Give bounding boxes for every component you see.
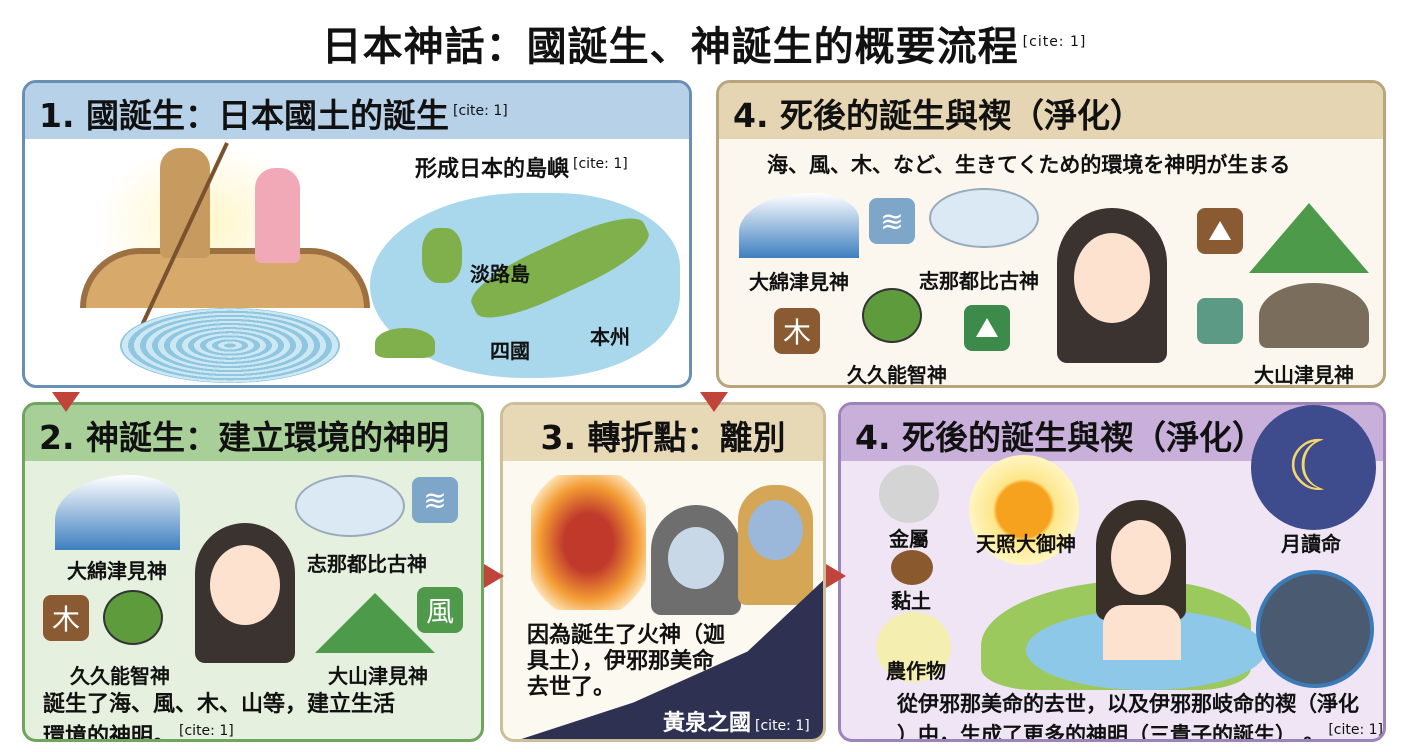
flow-arrow-3-to-4 (826, 564, 846, 588)
izanagi-illustration (160, 148, 210, 258)
panel-header: 1. 國誕生：日本國土的誕生[cite: 1] (25, 83, 689, 139)
god-label: 久久能智神 (847, 363, 947, 387)
wood-tile-icon: 木 (43, 595, 89, 641)
god-label: 久久能智神 (70, 664, 170, 688)
panel-turning-point: 3. 轉折點：離別 因為誕生了火神（迦具土），伊邪那美命去世了。 黃泉之國[ci… (500, 402, 826, 742)
wind-tile-icon: 風 (417, 587, 463, 633)
wave-icon (739, 193, 859, 258)
mountain-icon (1249, 203, 1369, 273)
crescent-icon: ☾ (1286, 425, 1349, 507)
island-sw (375, 328, 435, 358)
item-label: 農作物 (886, 659, 946, 683)
underworld-label: 黃泉之國[cite: 1] (663, 711, 810, 736)
wind-icon: ≋ (412, 477, 458, 523)
subtitle: 形成日本的島嶼[cite: 1] (415, 155, 628, 182)
subtitle: 海、風、木、など、生きてくため的環境を神明が生まる (767, 153, 1291, 177)
whirlpool-illustration (120, 308, 340, 383)
wave-icon (55, 475, 180, 550)
island-label: 淡路島 (470, 262, 530, 286)
sun-icon (969, 455, 1079, 565)
description: 因為誕生了火神（迦具土），伊邪那美命去世了。 (527, 623, 726, 700)
mountain-icon (315, 593, 435, 653)
god-label: 志那都比古神 (919, 269, 1039, 293)
izanami-face (668, 527, 724, 589)
izanagi-face (1111, 520, 1171, 595)
god-label: 大山津見神 (328, 664, 428, 688)
cloud-icon (295, 475, 405, 537)
wood-tile-icon: 木 (774, 308, 820, 354)
moon-icon (1251, 405, 1376, 530)
izanami-illustration (255, 168, 300, 263)
panel-header: 2. 神誕生：建立環境的神明 (25, 405, 481, 461)
sun-god-label: 天照大御神 (976, 532, 1076, 556)
cloud-icon (929, 188, 1039, 248)
rock-tile-icon (1197, 298, 1243, 344)
moon-god-label: 月讀命 (1281, 532, 1341, 556)
storm-god-icon (1256, 570, 1374, 688)
flow-arrow-2-to-3 (484, 564, 504, 588)
wind-icon: ≋ (869, 198, 915, 244)
goddess-face (210, 545, 280, 625)
god-label: 大綿津見神 (67, 559, 167, 583)
mountain-tile-icon: ⛰ (964, 305, 1010, 351)
citation: [cite: 1] (1022, 33, 1087, 50)
flow-arrow-1-to-2 (52, 392, 80, 412)
item-label: 黏土 (891, 589, 931, 613)
island-label: 本州 (590, 325, 630, 349)
panel-header: 3. 轉折點：離別 (503, 405, 823, 461)
panel-death-purification-top: 4. 死後的誕生與禊（淨化） 海、風、木、など、生きてくため的環境を神明が生まる… (716, 80, 1386, 388)
rock-icon (1259, 283, 1369, 348)
mountain-tile-icon: ⛰ (1197, 208, 1243, 254)
clay-icon (891, 550, 933, 585)
bridge-illustration (80, 248, 370, 308)
panel-god-birth: 2. 神誕生：建立環境的神明 大綿津見神 ≋ 志那都比古神 木 久久能智神 風 … (22, 402, 484, 742)
description: 從伊邪那美命的去世，以及伊邪那岐命的禊（淨化）中，生成了更多的神明（三貴子的誕生… (897, 692, 1383, 742)
god-label: 大山津見神 (1254, 363, 1354, 387)
island-label: 四國 (490, 339, 530, 363)
izanagi-face (748, 500, 803, 560)
fire-god-illustration (531, 475, 646, 610)
item-label: 金屬 (889, 527, 929, 551)
flow-arrow-4-to-3 (700, 392, 728, 412)
metal-icon (879, 465, 939, 523)
god-label: 大綿津見神 (749, 270, 849, 294)
panel-death-purification: 4. 死後的誕生與禊（淨化） 金屬 黏土 農作物 天照大御神 ☾ 月讀命 從伊邪… (838, 402, 1386, 742)
goddess-face (1074, 233, 1150, 323)
description: 誕生了海、風、木、山等，建立生活環境的神明。[cite: 1] (43, 692, 396, 742)
god-label: 志那都比古神 (307, 552, 427, 576)
izanagi-body (1103, 605, 1181, 660)
page-title: 日本神話：國誕生、神誕生的概要流程[cite: 1] (321, 24, 1087, 70)
tree-icon (103, 590, 163, 645)
crops-icon (876, 612, 951, 682)
panel-land-birth: 1. 國誕生：日本國土的誕生[cite: 1] 形成日本的島嶼[cite: 1]… (22, 80, 692, 388)
island-awaji (422, 228, 462, 283)
panel-header: 4. 死後的誕生與禊（淨化） (719, 83, 1383, 139)
tree-icon (862, 288, 922, 343)
